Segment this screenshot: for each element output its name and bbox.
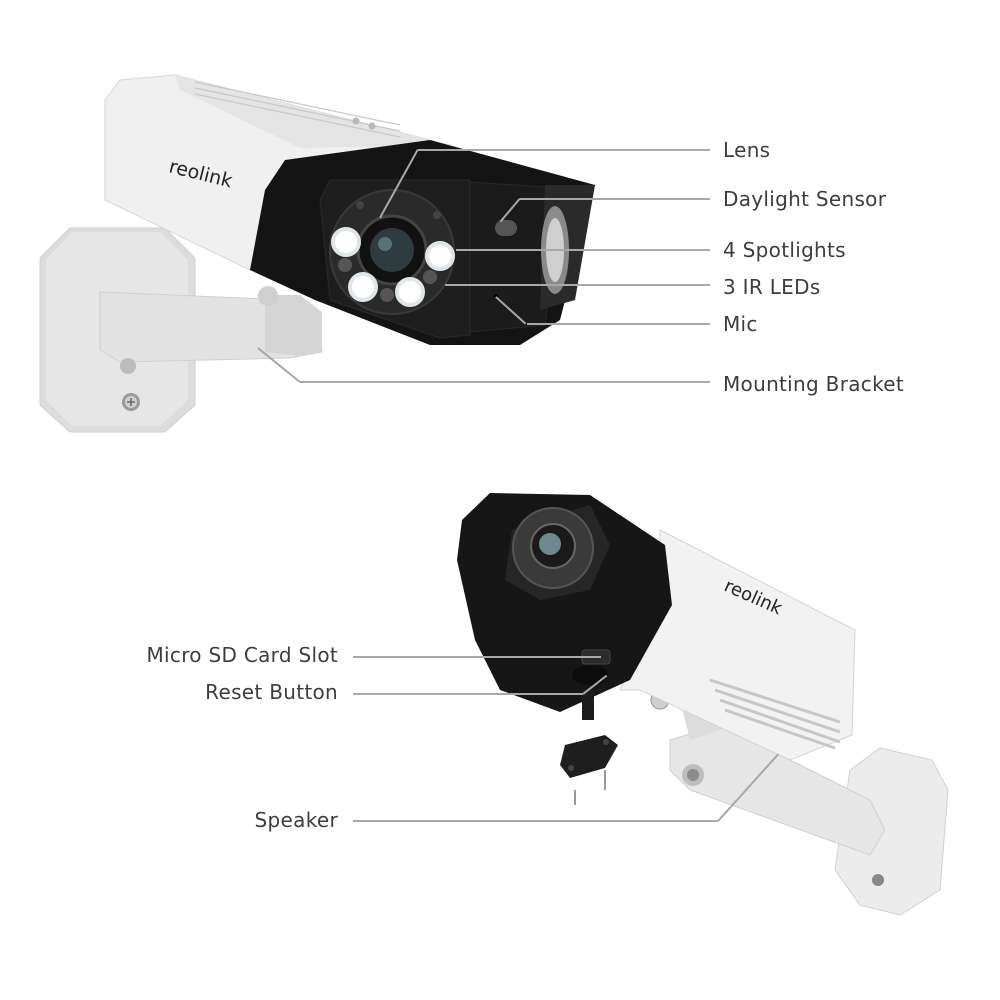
label-speaker: Speaker xyxy=(254,808,338,832)
label-lens: Lens xyxy=(723,138,771,162)
sd-slot-cover xyxy=(560,735,618,805)
daylight-sensor-icon xyxy=(495,220,517,236)
label-reset-button: Reset Button xyxy=(205,680,338,704)
label-3-ir-leds: 3 IR LEDs xyxy=(723,275,821,299)
callout-line-lens xyxy=(418,149,710,151)
callout-line-mic xyxy=(527,323,710,325)
label-mic: Mic xyxy=(723,312,758,336)
label-mounting-bracket: Mounting Bracket xyxy=(723,372,904,396)
callout-line-spotlights xyxy=(456,249,710,251)
reset-button-icon xyxy=(572,665,608,685)
ir-led-icons xyxy=(338,201,441,302)
callout-line-mounting-bracket xyxy=(300,381,710,383)
speaker-vents-icon xyxy=(709,678,841,750)
spotlight-icons xyxy=(331,227,455,307)
label-4-spotlights: 4 Spotlights xyxy=(723,238,846,262)
label-micro-sd-card-slot: Micro SD Card Slot xyxy=(146,643,338,667)
callout-line-reset-button xyxy=(353,693,583,695)
label-daylight-sensor: Daylight Sensor xyxy=(723,187,887,211)
callout-line-sd-slot xyxy=(353,656,601,658)
callout-line-ir-leds xyxy=(445,284,710,286)
top-camera-body xyxy=(104,74,455,271)
callout-line-speaker xyxy=(353,820,718,822)
top-mounting-bracket xyxy=(99,286,323,374)
callout-line-daylight-sensor xyxy=(520,198,710,200)
top-camera-front xyxy=(250,140,595,345)
